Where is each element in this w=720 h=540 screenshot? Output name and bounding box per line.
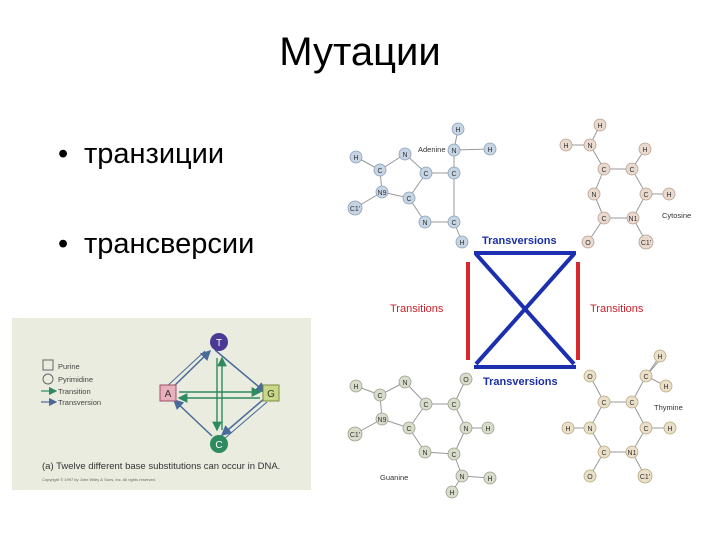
bullet-transitions: транзиции (58, 138, 254, 228)
scheme-svg: H C N N9 C C C N C N H H H C1' Adenine (347, 118, 691, 499)
node-c (210, 435, 228, 453)
atom-n: N (591, 192, 596, 199)
atom-n: N (587, 426, 592, 433)
atom-c1: C1' (350, 432, 360, 439)
node-a (159, 384, 177, 402)
cytosine-label: Cytosine (662, 211, 691, 220)
node-g (262, 384, 280, 402)
legend-transition: Transition (58, 387, 91, 396)
atom-c: C (406, 426, 411, 433)
atom-n1: N1 (628, 450, 637, 457)
atom-o: O (587, 374, 593, 381)
guanine-label: Guanine (380, 473, 408, 482)
atom-c: C (601, 167, 606, 174)
inset-caption: (a) Twelve different base substitutions … (42, 461, 280, 472)
atom-c1: C1' (350, 206, 360, 213)
atom-n: N (422, 450, 427, 457)
bullet-list: транзиции трансверсии (58, 138, 254, 318)
adenine-molecule: H C N N9 C C C N C N H H H C1' Adenine (347, 122, 497, 249)
thymine-molecule: O C C C H H C H N1 N H C O C1' Thymine (561, 349, 683, 484)
bullet-transversions: трансверсии (58, 228, 254, 318)
atom-n: N (459, 474, 464, 481)
atom-c: C (643, 426, 648, 433)
atom-c: C (451, 220, 456, 227)
atom-c: C (601, 216, 606, 223)
atom-n9: N9 (378, 417, 387, 424)
edge-c-g (223, 401, 268, 440)
atom-c: C (601, 400, 606, 407)
atom-c1: C1' (641, 240, 651, 247)
atom-h: H (353, 384, 358, 391)
transitions-label-right: Transitions (590, 303, 644, 315)
atom-c: C (629, 167, 634, 174)
thymine-label: Thymine (654, 403, 683, 412)
atom-h: H (667, 426, 672, 433)
atom-h: H (663, 384, 668, 391)
atom-n: N (587, 143, 592, 150)
atom-c1: C1' (640, 474, 650, 481)
purine-legend-square (42, 359, 54, 371)
atom-h: H (459, 240, 464, 247)
legend-transversion: Transversion (58, 398, 101, 407)
atom-c: C (406, 196, 411, 203)
atom-h: H (487, 147, 492, 154)
atom-o: O (463, 377, 469, 384)
atom-h: H (657, 354, 662, 361)
pyrimidine-legend-circle (42, 373, 54, 385)
adenine-label: Adenine (418, 145, 446, 154)
atom-n: N (422, 220, 427, 227)
atom-n9: N9 (378, 190, 387, 197)
substitution-svg: Purine Pyrimidine Transition Transversio… (41, 333, 280, 482)
atom-c: C (423, 171, 428, 178)
atom-h: H (666, 192, 671, 199)
transversion-diagonal-2 (474, 252, 576, 366)
node-a-label: A (165, 389, 172, 400)
guanine-molecule: H C N N9 C C C O N H N C N H H C1' Guani… (347, 372, 497, 499)
cytosine-molecule: H N H C N C H C H N1 C O C1' Cytosine (559, 118, 691, 250)
atom-c: C (377, 393, 382, 400)
atom-n: N (402, 380, 407, 387)
atom-c: C (601, 450, 606, 457)
atom-h: H (642, 147, 647, 154)
atom-n: N (451, 148, 456, 155)
atom-n1: N1 (629, 216, 638, 223)
legend-pyrimidine: Pyrimidine (58, 375, 93, 384)
edge-g-c (220, 397, 266, 436)
atom-n: N (463, 426, 468, 433)
atom-c: C (451, 171, 456, 178)
node-t (210, 333, 228, 351)
inset-copyright: Copyright © 1997 by John Wiley & Sons, I… (42, 477, 156, 482)
atom-n: N (402, 152, 407, 159)
atom-h: H (597, 123, 602, 130)
atom-o: O (585, 240, 591, 247)
transversions-label-top: Transversions (482, 235, 557, 247)
legend-purine: Purine (58, 362, 80, 371)
mutation-scheme: H C N N9 C C C N C N H H H C1' Adenine (340, 114, 720, 504)
atom-h: H (455, 127, 460, 134)
atom-c: C (423, 402, 428, 409)
node-t-label: T (216, 338, 222, 349)
edge-c-a (172, 398, 213, 437)
atom-c: C (629, 400, 634, 407)
slide-title: Мутации (279, 30, 441, 74)
atom-h: H (565, 426, 570, 433)
atom-h: H (449, 490, 454, 497)
transversions-label-bottom: Transversions (483, 376, 558, 388)
atom-c: C (377, 168, 382, 175)
atom-h: H (563, 143, 568, 150)
node-c-label: C (215, 440, 222, 451)
edge-t-a (163, 350, 206, 390)
atom-h: H (487, 476, 492, 483)
transitions-label-left: Transitions (390, 303, 444, 315)
atom-h: H (353, 155, 358, 162)
atom-c: C (643, 192, 648, 199)
edge-a-t (171, 349, 212, 389)
atom-c: C (451, 402, 456, 409)
node-g-label: G (267, 389, 275, 400)
atom-h: H (485, 426, 490, 433)
atom-c: C (451, 452, 456, 459)
atom-o: O (587, 474, 593, 481)
base-substitution-diagram: Purine Pyrimidine Transition Transversio… (12, 318, 311, 490)
atom-c: C (643, 374, 648, 381)
